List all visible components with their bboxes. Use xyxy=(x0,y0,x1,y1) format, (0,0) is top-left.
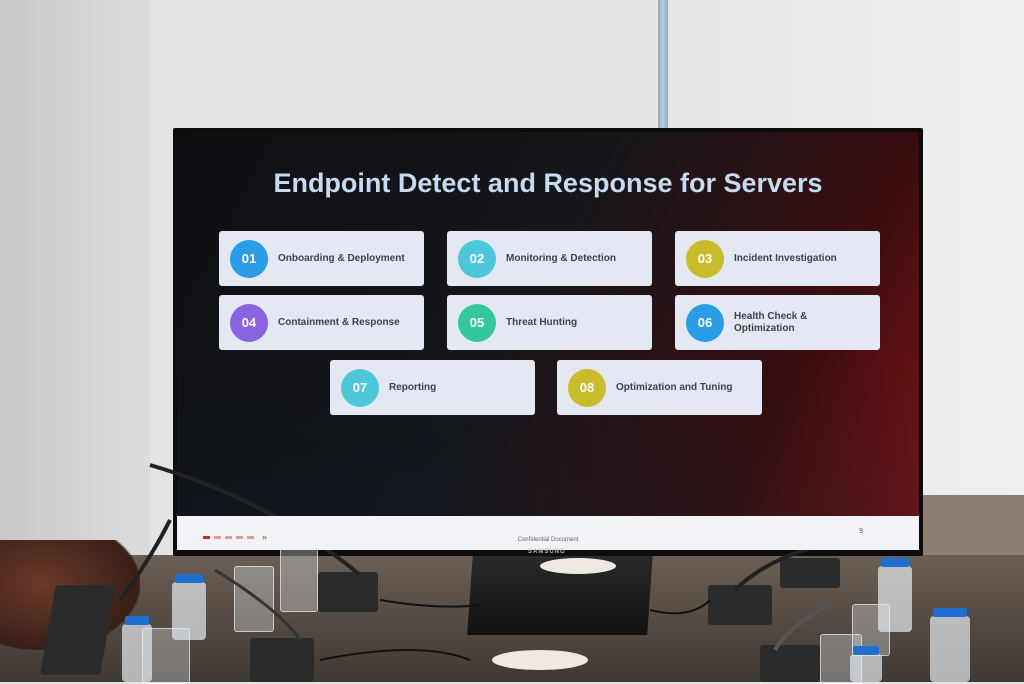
bottle-cap xyxy=(175,574,203,583)
saucer xyxy=(540,558,616,574)
step-label: Containment & Response xyxy=(278,316,400,328)
ceiling-pole xyxy=(658,0,668,132)
step-label: Optimization and Tuning xyxy=(616,381,733,393)
step-number-badge: 04 xyxy=(230,303,268,342)
card-04: 04 Containment & Response xyxy=(219,295,424,350)
wall-left xyxy=(0,0,150,560)
step-number-badge: 03 xyxy=(686,239,724,278)
step-number-badge: 01 xyxy=(230,239,268,278)
drinking-glass xyxy=(234,566,274,632)
step-number-badge: 08 xyxy=(568,368,606,407)
microphone-base xyxy=(780,558,840,588)
card-05: 05 Threat Hunting xyxy=(447,295,652,350)
microphone-base xyxy=(708,585,772,625)
footer-confidential-text: Confidential Document xyxy=(517,537,579,543)
bottle-cap xyxy=(933,608,967,617)
water-bottle xyxy=(122,616,152,682)
step-number-badge: 05 xyxy=(458,303,496,342)
microphone-base xyxy=(760,645,820,682)
slide-footer: » Confidential Document 9 xyxy=(177,516,919,550)
microphone-base xyxy=(318,572,378,612)
monitor-screen: Endpoint Detect and Response for Servers… xyxy=(177,132,919,550)
step-label: Onboarding & Deployment xyxy=(278,252,405,264)
water-bottle xyxy=(878,558,912,632)
step-label: Incident Investigation xyxy=(734,252,837,264)
side-desk xyxy=(920,495,1024,565)
slide-title: Endpoint Detect and Response for Servers xyxy=(273,168,823,198)
page-number: 9 xyxy=(859,528,863,535)
step-label: Monitoring & Detection xyxy=(506,252,616,264)
microphone-base xyxy=(250,638,314,682)
bottle-cap xyxy=(853,646,879,655)
card-01: 01 Onboarding & Deployment xyxy=(219,231,424,286)
card-08: 08 Optimization and Tuning xyxy=(557,360,762,415)
card-03: 03 Incident Investigation xyxy=(675,231,880,286)
saucer xyxy=(492,650,588,670)
step-number-badge: 07 xyxy=(341,368,379,407)
drinking-glass xyxy=(280,546,318,612)
monitor-brand-logo: SAMSUNG xyxy=(528,549,566,555)
bottle-cap xyxy=(125,616,149,625)
card-02: 02 Monitoring & Detection xyxy=(447,231,652,286)
step-number-badge: 02 xyxy=(458,239,496,278)
water-bottle xyxy=(172,574,206,640)
bottle-cap xyxy=(881,558,909,567)
step-label: Health Check & Optimization xyxy=(734,310,808,334)
water-bottle xyxy=(930,608,970,682)
step-label: Threat Hunting xyxy=(506,316,578,328)
card-07: 07 Reporting xyxy=(330,360,535,415)
water-bottle xyxy=(850,646,882,682)
step-number-badge: 06 xyxy=(686,303,724,342)
step-label: Reporting xyxy=(389,381,437,393)
card-06: 06 Health Check & Optimization xyxy=(675,295,880,350)
